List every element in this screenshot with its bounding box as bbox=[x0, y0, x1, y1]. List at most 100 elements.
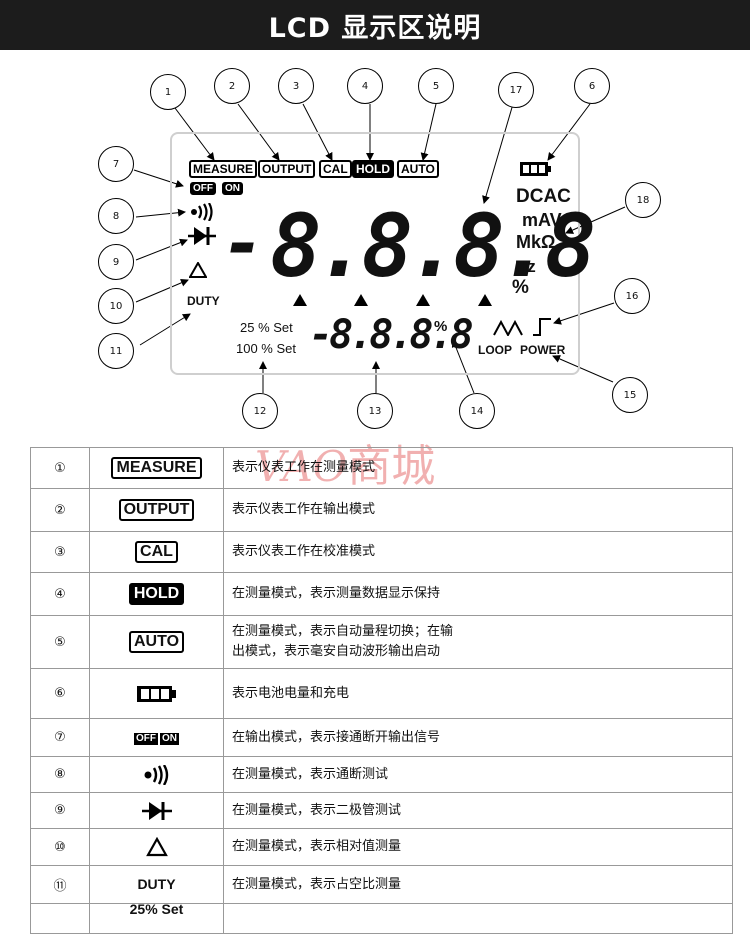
row-number: ⑩ bbox=[30, 828, 90, 866]
row-number: ③ bbox=[30, 531, 90, 573]
table-row: ⑪ DUTY 在测量模式，表示占空比测量 bbox=[30, 865, 733, 904]
table-row: 25% Set bbox=[30, 901, 733, 934]
callout-17: 17 bbox=[498, 72, 534, 108]
lcd-duty-label: DUTY bbox=[187, 294, 220, 308]
lcd-unit-mkohm: MkΩ bbox=[516, 232, 556, 252]
callout-18: 18 bbox=[625, 182, 661, 218]
25-percent-set-symbol: 25% Set bbox=[129, 901, 184, 917]
lcd-unit-hz: Hz bbox=[515, 257, 536, 276]
lcd-on-badge: ON bbox=[222, 182, 243, 195]
row-number: ④ bbox=[30, 572, 90, 616]
callout-3: 3 bbox=[278, 68, 314, 104]
callout-8: 8 bbox=[98, 198, 134, 234]
row-description: 表示仪表工作在测量模式 bbox=[223, 447, 733, 489]
callout-11: 11 bbox=[98, 333, 134, 369]
off-symbol: OFF bbox=[134, 733, 158, 745]
callout-15: 15 bbox=[612, 377, 648, 413]
table-row: ⑩ 在测量模式，表示相对值测量 bbox=[30, 828, 733, 866]
row-number: ⑨ bbox=[30, 792, 90, 829]
lcd-loop-label: LOOP bbox=[478, 343, 513, 357]
row-description bbox=[223, 903, 733, 934]
loop-wave-icon bbox=[493, 320, 523, 336]
callout-6: 6 bbox=[574, 68, 610, 104]
lcd-sub-percent: % bbox=[434, 318, 448, 335]
duty-symbol: DUTY bbox=[137, 876, 176, 892]
continuity-icon bbox=[144, 763, 168, 786]
row-symbol bbox=[89, 756, 224, 793]
row-description: 在测量模式，表示测量数据显示保持 bbox=[223, 572, 733, 616]
table-row: ⑨ 在测量模式，表示二极管测试 bbox=[30, 792, 733, 829]
callout-12: 12 bbox=[242, 393, 278, 429]
table-row: ② OUTPUT 表示仪表工作在输出模式 bbox=[30, 488, 733, 532]
row-symbol: MEASURE bbox=[89, 447, 224, 489]
lcd-unit-mav: mAV bbox=[522, 210, 562, 230]
page-title-banner: LCD 显示区说明 bbox=[0, 0, 750, 50]
row-description: 表示电池电量和充电 bbox=[223, 668, 733, 719]
cal-symbol: CAL bbox=[135, 541, 178, 563]
callout-4: 4 bbox=[347, 68, 383, 104]
row-number: ① bbox=[30, 447, 90, 489]
row-symbol bbox=[89, 792, 224, 829]
row-description: 表示仪表工作在校准模式 bbox=[223, 531, 733, 573]
lcd-auto-badge: AUTO bbox=[397, 160, 439, 178]
lcd-sub-digits: -8.8.8.8 bbox=[309, 312, 474, 358]
lcd-panel bbox=[170, 132, 580, 375]
row-description: 在测量模式，表示二极管测试 bbox=[223, 792, 733, 829]
delta-icon bbox=[189, 262, 207, 278]
row-symbol bbox=[89, 828, 224, 866]
row-symbol bbox=[89, 668, 224, 719]
table-row: ⑤ AUTO 在测量模式，表示自动量程切换；在输出模式，表示毫安自动波形输出启动 bbox=[30, 615, 733, 669]
callout-1: 1 bbox=[150, 74, 186, 110]
lcd-off-badge: OFF bbox=[190, 182, 216, 195]
table-row: ① MEASURE 表示仪表工作在测量模式 bbox=[30, 447, 733, 489]
auto-symbol: AUTO bbox=[128, 631, 185, 653]
lcd-25-percent-set: 25 % Set bbox=[240, 320, 293, 335]
callout-13: 13 bbox=[357, 393, 393, 429]
callout-2: 2 bbox=[214, 68, 250, 104]
row-description: 在输出模式，表示接通断开输出信号 bbox=[223, 718, 733, 757]
callout-16: 16 bbox=[614, 278, 650, 314]
row-description: 在测量模式，表示自动量程切换；在输出模式，表示毫安自动波形输出启动 bbox=[223, 615, 733, 669]
row-number: ⑦ bbox=[30, 718, 90, 757]
lcd-unit-percent: % bbox=[512, 277, 529, 298]
row-symbol: DUTY bbox=[89, 865, 224, 904]
output-symbol: OUTPUT bbox=[118, 499, 195, 521]
row-number: ⑧ bbox=[30, 756, 90, 793]
lcd-measure-badge: MEASURE bbox=[189, 160, 258, 178]
battery-icon bbox=[520, 162, 551, 176]
row-number: ② bbox=[30, 488, 90, 532]
callout-5: 5 bbox=[418, 68, 454, 104]
row-description: 在测量模式，表示占空比测量 bbox=[223, 865, 733, 904]
lcd-main-digits: 8.8.8.8 bbox=[270, 197, 596, 297]
row-symbol: HOLD bbox=[89, 572, 224, 616]
on-symbol: ON bbox=[160, 733, 179, 745]
table-row: ⑧ 在测量模式，表示通断测试 bbox=[30, 756, 733, 793]
hold-symbol: HOLD bbox=[128, 583, 185, 605]
row-symbol: AUTO bbox=[89, 615, 224, 669]
table-row: ③ CAL 表示仪表工作在校准模式 bbox=[30, 531, 733, 573]
page-title: LCD 显示区说明 bbox=[268, 12, 482, 44]
lcd-main-minus: - bbox=[222, 203, 265, 285]
callout-7: 7 bbox=[98, 146, 134, 182]
lcd-hold-badge: HOLD bbox=[352, 160, 394, 178]
lcd-output-badge: OUTPUT bbox=[258, 160, 316, 178]
callout-leader-lines bbox=[133, 103, 626, 394]
row-number: ⑥ bbox=[30, 668, 90, 719]
table-row: ④ HOLD 在测量模式，表示测量数据显示保持 bbox=[30, 572, 733, 616]
row-symbol: OUTPUT bbox=[89, 488, 224, 532]
lcd-power-label: POWER bbox=[520, 343, 566, 357]
row-symbol: CAL bbox=[89, 531, 224, 573]
row-number bbox=[30, 903, 90, 934]
battery-icon bbox=[136, 685, 176, 702]
power-step-icon bbox=[533, 318, 551, 336]
row-number: ⑪ bbox=[30, 865, 90, 904]
callout-9: 9 bbox=[98, 244, 134, 280]
row-description: 在测量模式，表示通断测试 bbox=[223, 756, 733, 793]
continuity-icon bbox=[191, 203, 213, 221]
diode-icon bbox=[188, 227, 216, 245]
delta-icon bbox=[145, 836, 168, 857]
row-description: 在测量模式，表示相对值测量 bbox=[223, 828, 733, 866]
lcd-100-percent-set: 100 % Set bbox=[236, 341, 296, 356]
